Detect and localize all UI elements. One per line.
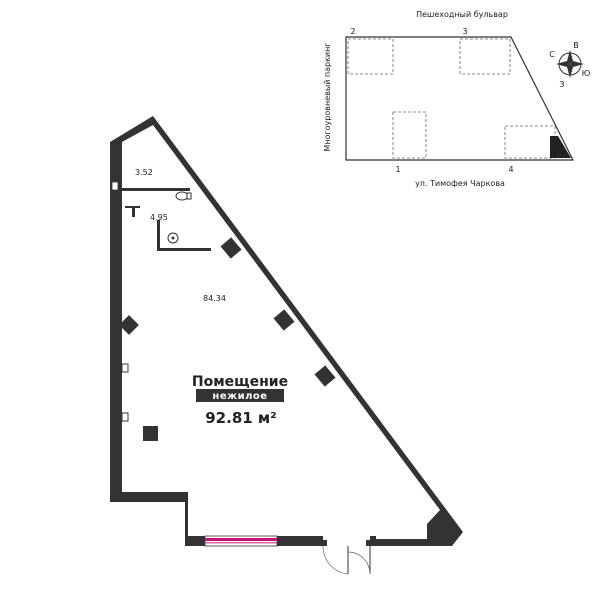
room-area-wc1: 3.52 — [135, 168, 153, 177]
toilet-icon — [175, 191, 192, 201]
compass-east: В — [573, 41, 579, 50]
window-pane-accent — [205, 538, 277, 541]
highlighted-unit — [550, 136, 571, 158]
entrance-label-3: 3 — [462, 27, 467, 36]
partition-wc2 — [157, 248, 211, 251]
partition-vertical — [157, 220, 160, 248]
summary-title: Помещение — [192, 374, 288, 390]
entrance-3-zone — [459, 38, 511, 75]
compass-rose-icon: С В Ю З — [549, 41, 590, 89]
entrance-label-4: 4 — [508, 165, 513, 174]
site-plan: Пешеходный бульвар Многоуровневый паркин… — [323, 10, 574, 188]
entrance-4-zone — [504, 125, 556, 159]
column — [119, 315, 139, 335]
site-plan-left-label: Многоуровневый паркинг — [323, 42, 332, 151]
column — [143, 426, 158, 441]
site-plan-bottom-street: ул. Тимофея Чаркова — [415, 179, 505, 188]
window-pane-accent-2 — [205, 542, 277, 544]
entrance-2-zone — [347, 38, 394, 75]
room-area-wc2: 4.95 — [150, 213, 168, 222]
pilaster — [220, 237, 242, 259]
site-plan-outline — [345, 36, 574, 161]
entrance-1-zone — [392, 111, 427, 159]
entrance-door-icon — [322, 540, 371, 575]
door-stub-wc2 — [132, 206, 135, 217]
summary-type: нежилое — [212, 391, 267, 402]
wall-niche — [121, 412, 129, 422]
entrance-label-1: 1 — [395, 165, 400, 174]
outer-walls — [110, 116, 463, 546]
pilaster — [273, 309, 295, 331]
partition-wc1 — [122, 188, 190, 191]
entrance-label-2: 2 — [350, 27, 355, 36]
compass-south: Ю — [582, 69, 591, 78]
pilaster — [314, 365, 336, 387]
summary-total-area: 92.81 м² — [205, 409, 277, 427]
floor-plan — [110, 116, 463, 575]
compass-north: С — [549, 50, 555, 59]
wall-niche — [121, 363, 129, 373]
summary-type-badge — [196, 389, 284, 402]
door-stub-wc2b — [125, 206, 140, 208]
sink-icon — [167, 232, 179, 244]
room-area-main: 84.34 — [203, 294, 226, 303]
compass-west: З — [559, 80, 564, 89]
wall-fixture-icon — [111, 181, 119, 191]
site-plan-top-street: Пешеходный бульвар — [416, 10, 508, 19]
